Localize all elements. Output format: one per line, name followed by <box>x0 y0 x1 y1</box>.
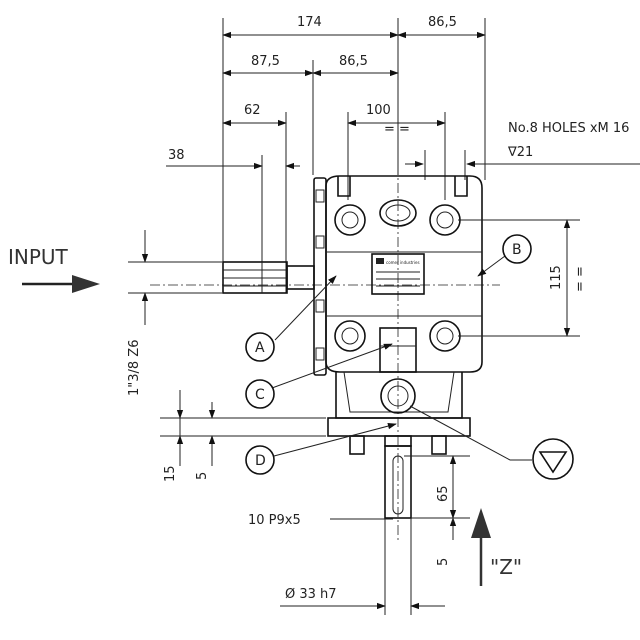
dimension-87-5: 87,5 <box>222 54 314 77</box>
dimension-65-5-right: 65 5 <box>404 455 470 566</box>
output-direction-z: "Z" <box>471 508 522 586</box>
input-arrow-head <box>72 275 100 293</box>
dimension-62: 62 <box>222 103 287 127</box>
dimension-shaft-diameter: Ø 33 h7 <box>280 518 445 615</box>
callout-a: A <box>245 275 337 362</box>
output-shaft <box>384 435 412 519</box>
key-note-text: 10 P9x5 <box>248 513 301 528</box>
dimension-38: 38 <box>166 148 300 170</box>
key-note: 10 P9x5 <box>248 513 393 528</box>
callout-d-label: D <box>255 453 266 469</box>
output-label: "Z" <box>490 555 522 579</box>
center-lines <box>150 165 500 540</box>
svg-text:100: 100 <box>366 103 391 118</box>
bolt-hole-top-left <box>334 204 366 236</box>
dimension-100: 100 = = <box>347 103 446 137</box>
svg-text:5: 5 <box>436 558 451 566</box>
dimension-115: 115 = = <box>458 219 588 337</box>
nameplate-brand: comer industries <box>386 260 420 265</box>
svg-text:= =: = = <box>384 122 410 137</box>
svg-text:174: 174 <box>297 15 322 30</box>
breather-triangle-icon <box>538 451 568 474</box>
holes-note-text: No.8 HOLES xM 16 <box>508 121 629 136</box>
svg-text:115: 115 <box>549 265 564 290</box>
svg-text:86,5: 86,5 <box>339 54 368 69</box>
breather-symbol <box>409 405 574 480</box>
bolt-hole-bottom-left <box>334 320 366 352</box>
svg-text:38: 38 <box>168 148 185 163</box>
svg-text:1"3/8 Z6: 1"3/8 Z6 <box>127 340 142 396</box>
dimension-spline: 1"3/8 Z6 <box>127 230 222 396</box>
svg-text:15: 15 <box>163 465 178 482</box>
svg-text:5: 5 <box>195 472 210 480</box>
bolt-hole-top-right <box>429 204 461 236</box>
input-shaft <box>222 261 315 294</box>
dimension-174: 174 <box>222 15 399 39</box>
svg-text:87,5: 87,5 <box>251 54 280 69</box>
dimension-86-5-top: 86,5 <box>397 15 486 39</box>
dimension-15-5-left: 15 5 <box>160 390 326 482</box>
input-indicator: INPUT <box>8 245 100 293</box>
callout-d: D <box>245 423 397 475</box>
callout-a-label: A <box>255 340 265 356</box>
svg-text:65: 65 <box>436 485 451 502</box>
svg-text:= =: = = <box>573 266 588 292</box>
svg-text:Ø 33 h7: Ø 33 h7 <box>285 587 337 602</box>
holes-note: No.8 HOLES xM 16 ∇21 <box>405 121 640 168</box>
bolt-hole-bottom-right <box>429 320 461 352</box>
callout-c: C <box>245 343 393 409</box>
mounting-holes <box>334 204 461 352</box>
output-arrow-head <box>471 508 491 538</box>
svg-text:86,5: 86,5 <box>428 15 457 30</box>
extension-lines <box>222 18 486 293</box>
nameplate: comer industries <box>371 253 425 295</box>
holes-depth-text: ∇21 <box>507 145 533 160</box>
callout-b-label: B <box>512 242 522 258</box>
input-label: INPUT <box>8 245 69 269</box>
breather-circle-icon <box>532 438 574 480</box>
callout-b: B <box>477 234 532 277</box>
callout-c-label: C <box>255 387 265 403</box>
svg-text:62: 62 <box>244 103 261 118</box>
dimension-86-5-mid: 86,5 <box>312 54 399 77</box>
